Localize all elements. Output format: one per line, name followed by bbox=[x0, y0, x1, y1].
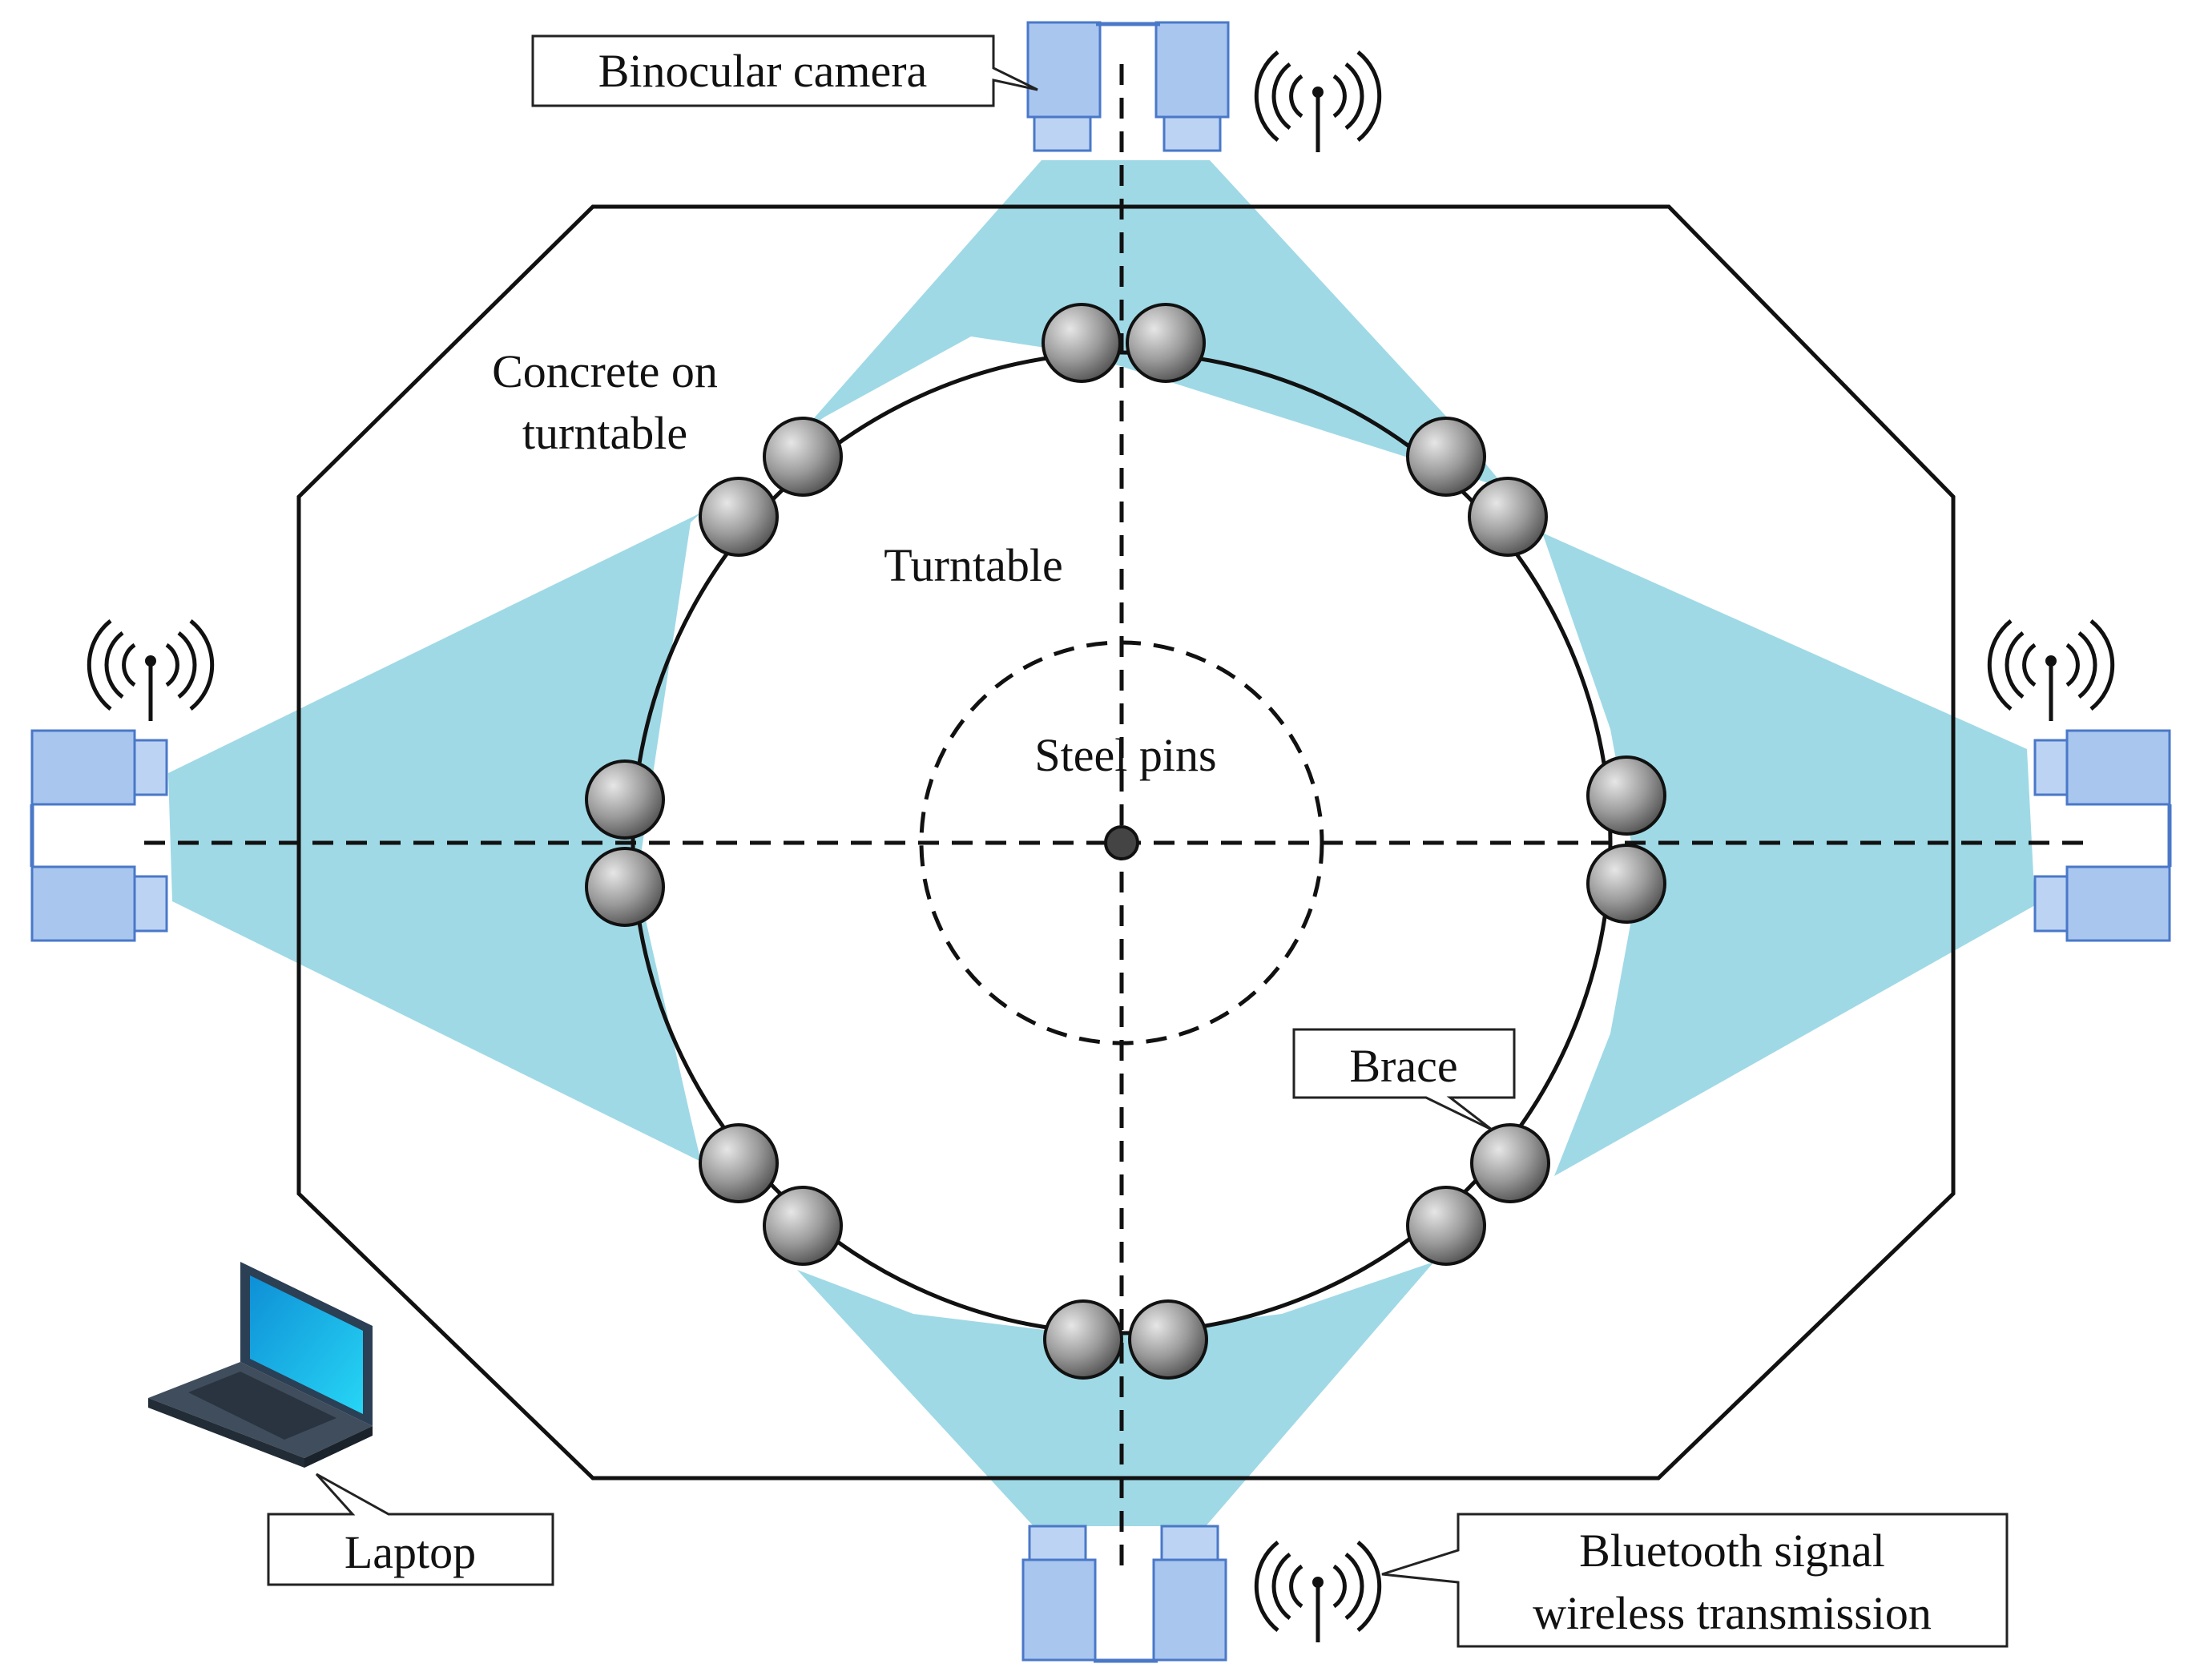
brace-sphere-icon bbox=[1468, 477, 1548, 557]
brace-sphere-icon bbox=[699, 477, 779, 557]
brace-label: Brace bbox=[1349, 1040, 1457, 1092]
laptop-label: Laptop bbox=[345, 1526, 476, 1578]
binocular-camera-icon bbox=[30, 729, 168, 942]
concrete-label-line2: turntable bbox=[522, 407, 687, 459]
binocular-camera-label: Binocular camera bbox=[598, 45, 928, 97]
binocular-camera-icon bbox=[1026, 21, 1230, 152]
wireless-signal-icon bbox=[1254, 1541, 1382, 1642]
binocular-camera-icon bbox=[2033, 729, 2172, 942]
turntable-label: Turntable bbox=[884, 539, 1062, 591]
wireless-signal-icon bbox=[87, 619, 215, 721]
brace-sphere-icon bbox=[699, 1123, 779, 1203]
bluetooth-callout: Bluetooth signal wireless transmission bbox=[1381, 1513, 2009, 1648]
laptop-icon bbox=[148, 1262, 373, 1468]
binocular-camera-bottom bbox=[1021, 1525, 1227, 1663]
bluetooth-label-line1: Bluetooth signal bbox=[1579, 1525, 1885, 1577]
brace-sphere-icon bbox=[1126, 303, 1206, 383]
bluetooth-label-line2: wireless transmission bbox=[1533, 1587, 1932, 1639]
brace-sphere-icon bbox=[1406, 417, 1486, 497]
brace-sphere-icon bbox=[763, 417, 843, 497]
brace-sphere-icon bbox=[1043, 1299, 1123, 1380]
fov-bottom bbox=[797, 1262, 1434, 1526]
center-pin bbox=[1104, 825, 1139, 860]
brace-sphere-icon bbox=[1586, 844, 1666, 924]
binocular-camera-top bbox=[1026, 21, 1230, 152]
brace-sphere-icon bbox=[1470, 1123, 1550, 1203]
camera-fields-of-view bbox=[168, 160, 2035, 1526]
brace-sphere-icon bbox=[1128, 1299, 1208, 1380]
brace-sphere-icon bbox=[1042, 303, 1122, 383]
steel-pins-label: Steel pins bbox=[1034, 729, 1216, 781]
wireless-signal-icon bbox=[1987, 619, 2115, 721]
fov-left bbox=[168, 513, 701, 1162]
binocular-camera-right bbox=[2033, 729, 2172, 942]
wireless-signal-icon bbox=[1254, 50, 1382, 152]
brace-sphere-icon bbox=[1586, 755, 1666, 836]
brace-spheres bbox=[585, 303, 1666, 1380]
concrete-slab-outline bbox=[296, 204, 1956, 1481]
brace-sphere-icon bbox=[585, 759, 665, 840]
binocular-camera-left bbox=[30, 729, 168, 942]
brace-sphere-icon bbox=[585, 847, 665, 927]
brace-sphere-icon bbox=[1406, 1186, 1486, 1266]
concrete-label-line1: Concrete on bbox=[492, 345, 718, 397]
fov-right bbox=[1542, 533, 2035, 1176]
laptop-callout: Laptop bbox=[267, 1473, 554, 1586]
binocular-camera-icon bbox=[1021, 1525, 1227, 1663]
brace-callout: Brace bbox=[1292, 1028, 1516, 1131]
binocular-camera-callout: Binocular camera bbox=[531, 34, 1038, 107]
brace-sphere-icon bbox=[763, 1186, 843, 1266]
